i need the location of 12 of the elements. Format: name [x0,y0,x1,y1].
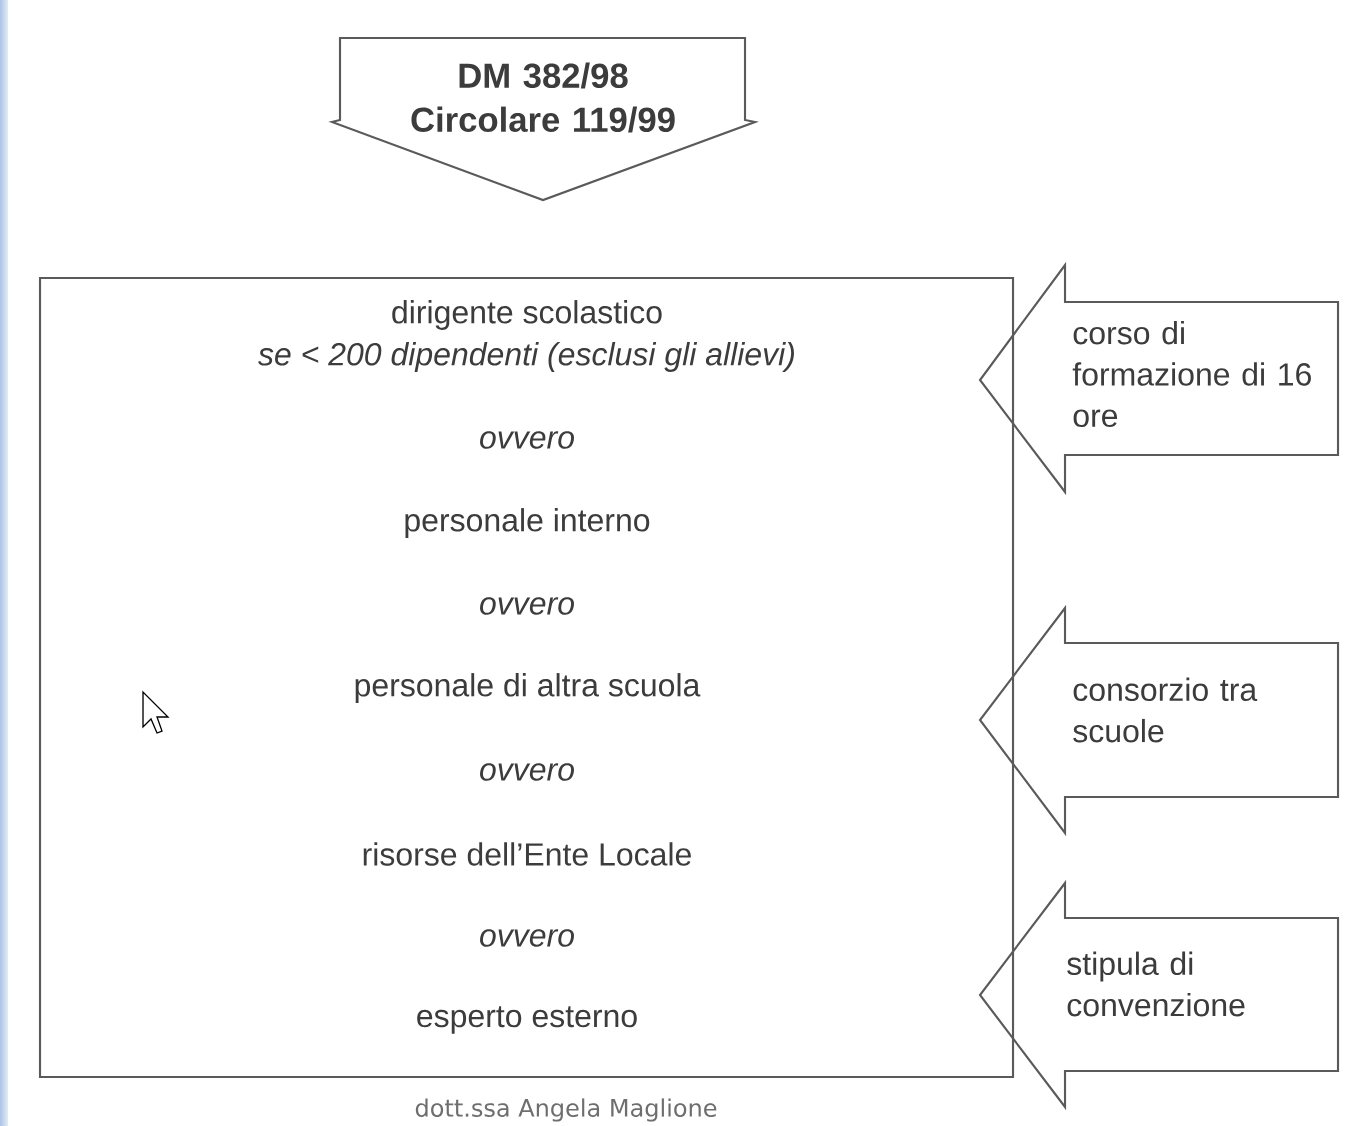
option-text: risorse dell’Ente Locale [363,842,691,866]
option-text: personale interno [405,508,650,538]
conjunction-text: ovvero [480,929,574,947]
content-box [38,276,1015,1079]
conjunction-text: ovvero [480,763,574,781]
down-arrow-box: DM 382/98 Circolare 119/99 [328,36,759,202]
conjunction-text: ovvero [480,431,574,449]
option-text: esperto esterno [417,1006,637,1034]
option-text: dirigente scolastico [392,300,662,330]
conjunction-text: ovvero [480,597,574,615]
note-text: se < 200 dipendenti (esclusi gli allievi) [258,342,794,372]
option-text: personale di altra scuola [355,673,701,703]
